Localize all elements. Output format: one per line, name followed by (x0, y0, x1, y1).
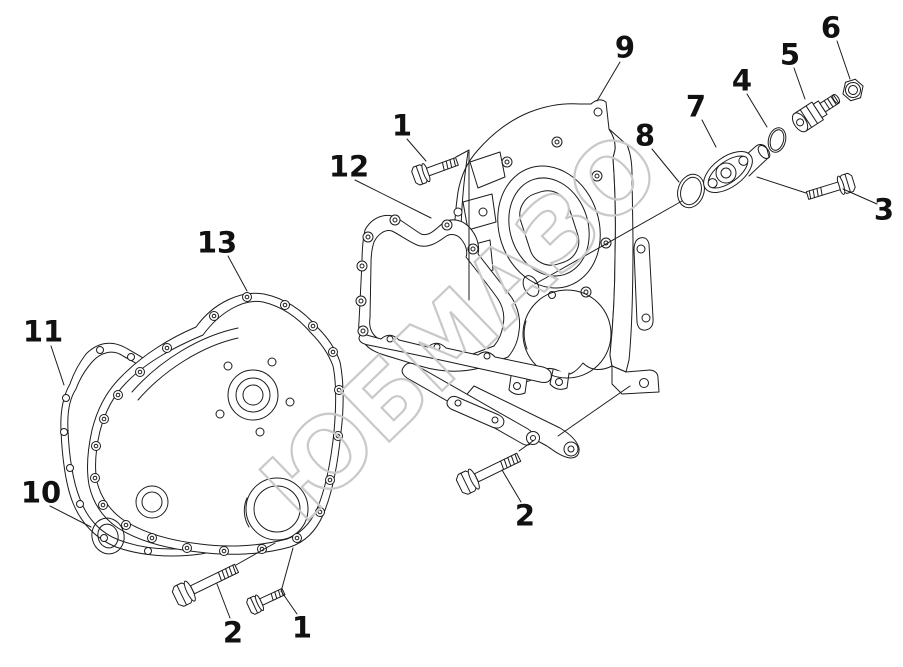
cover-bolt-holes (90, 292, 344, 556)
callout-11: 11 (22, 314, 64, 349)
callout-1a: 1 (391, 108, 413, 143)
bolt-1-top (411, 157, 459, 186)
callout-6: 6 (820, 10, 842, 45)
callout-1b: 1 (291, 610, 313, 645)
fitting-7 (703, 144, 771, 193)
callout-13: 13 (196, 225, 238, 260)
valve-5 (791, 94, 841, 133)
timing-cover-13 (87, 292, 344, 556)
callout-2a: 2 (222, 615, 244, 650)
callout-3: 3 (873, 192, 895, 227)
callout-5: 5 (779, 37, 801, 72)
nut-6 (842, 78, 864, 102)
callout-12: 12 (328, 149, 370, 184)
bolt-1-bottom (246, 587, 286, 615)
seal-ring-10 (91, 517, 125, 555)
callout-10: 10 (20, 475, 62, 510)
callout-2b: 2 (514, 498, 536, 533)
gasket-12 (355, 214, 552, 446)
bolt-2-left (171, 563, 240, 607)
callout-4: 4 (731, 63, 753, 98)
bolt-3 (805, 172, 856, 200)
callout-9: 9 (614, 30, 636, 65)
callout-7: 7 (685, 89, 707, 124)
bolt-2-right (455, 452, 522, 495)
o-ring-4 (767, 127, 787, 153)
leader-lines (49, 40, 878, 619)
o-ring-8 (677, 173, 705, 209)
callout-8: 8 (634, 118, 656, 153)
